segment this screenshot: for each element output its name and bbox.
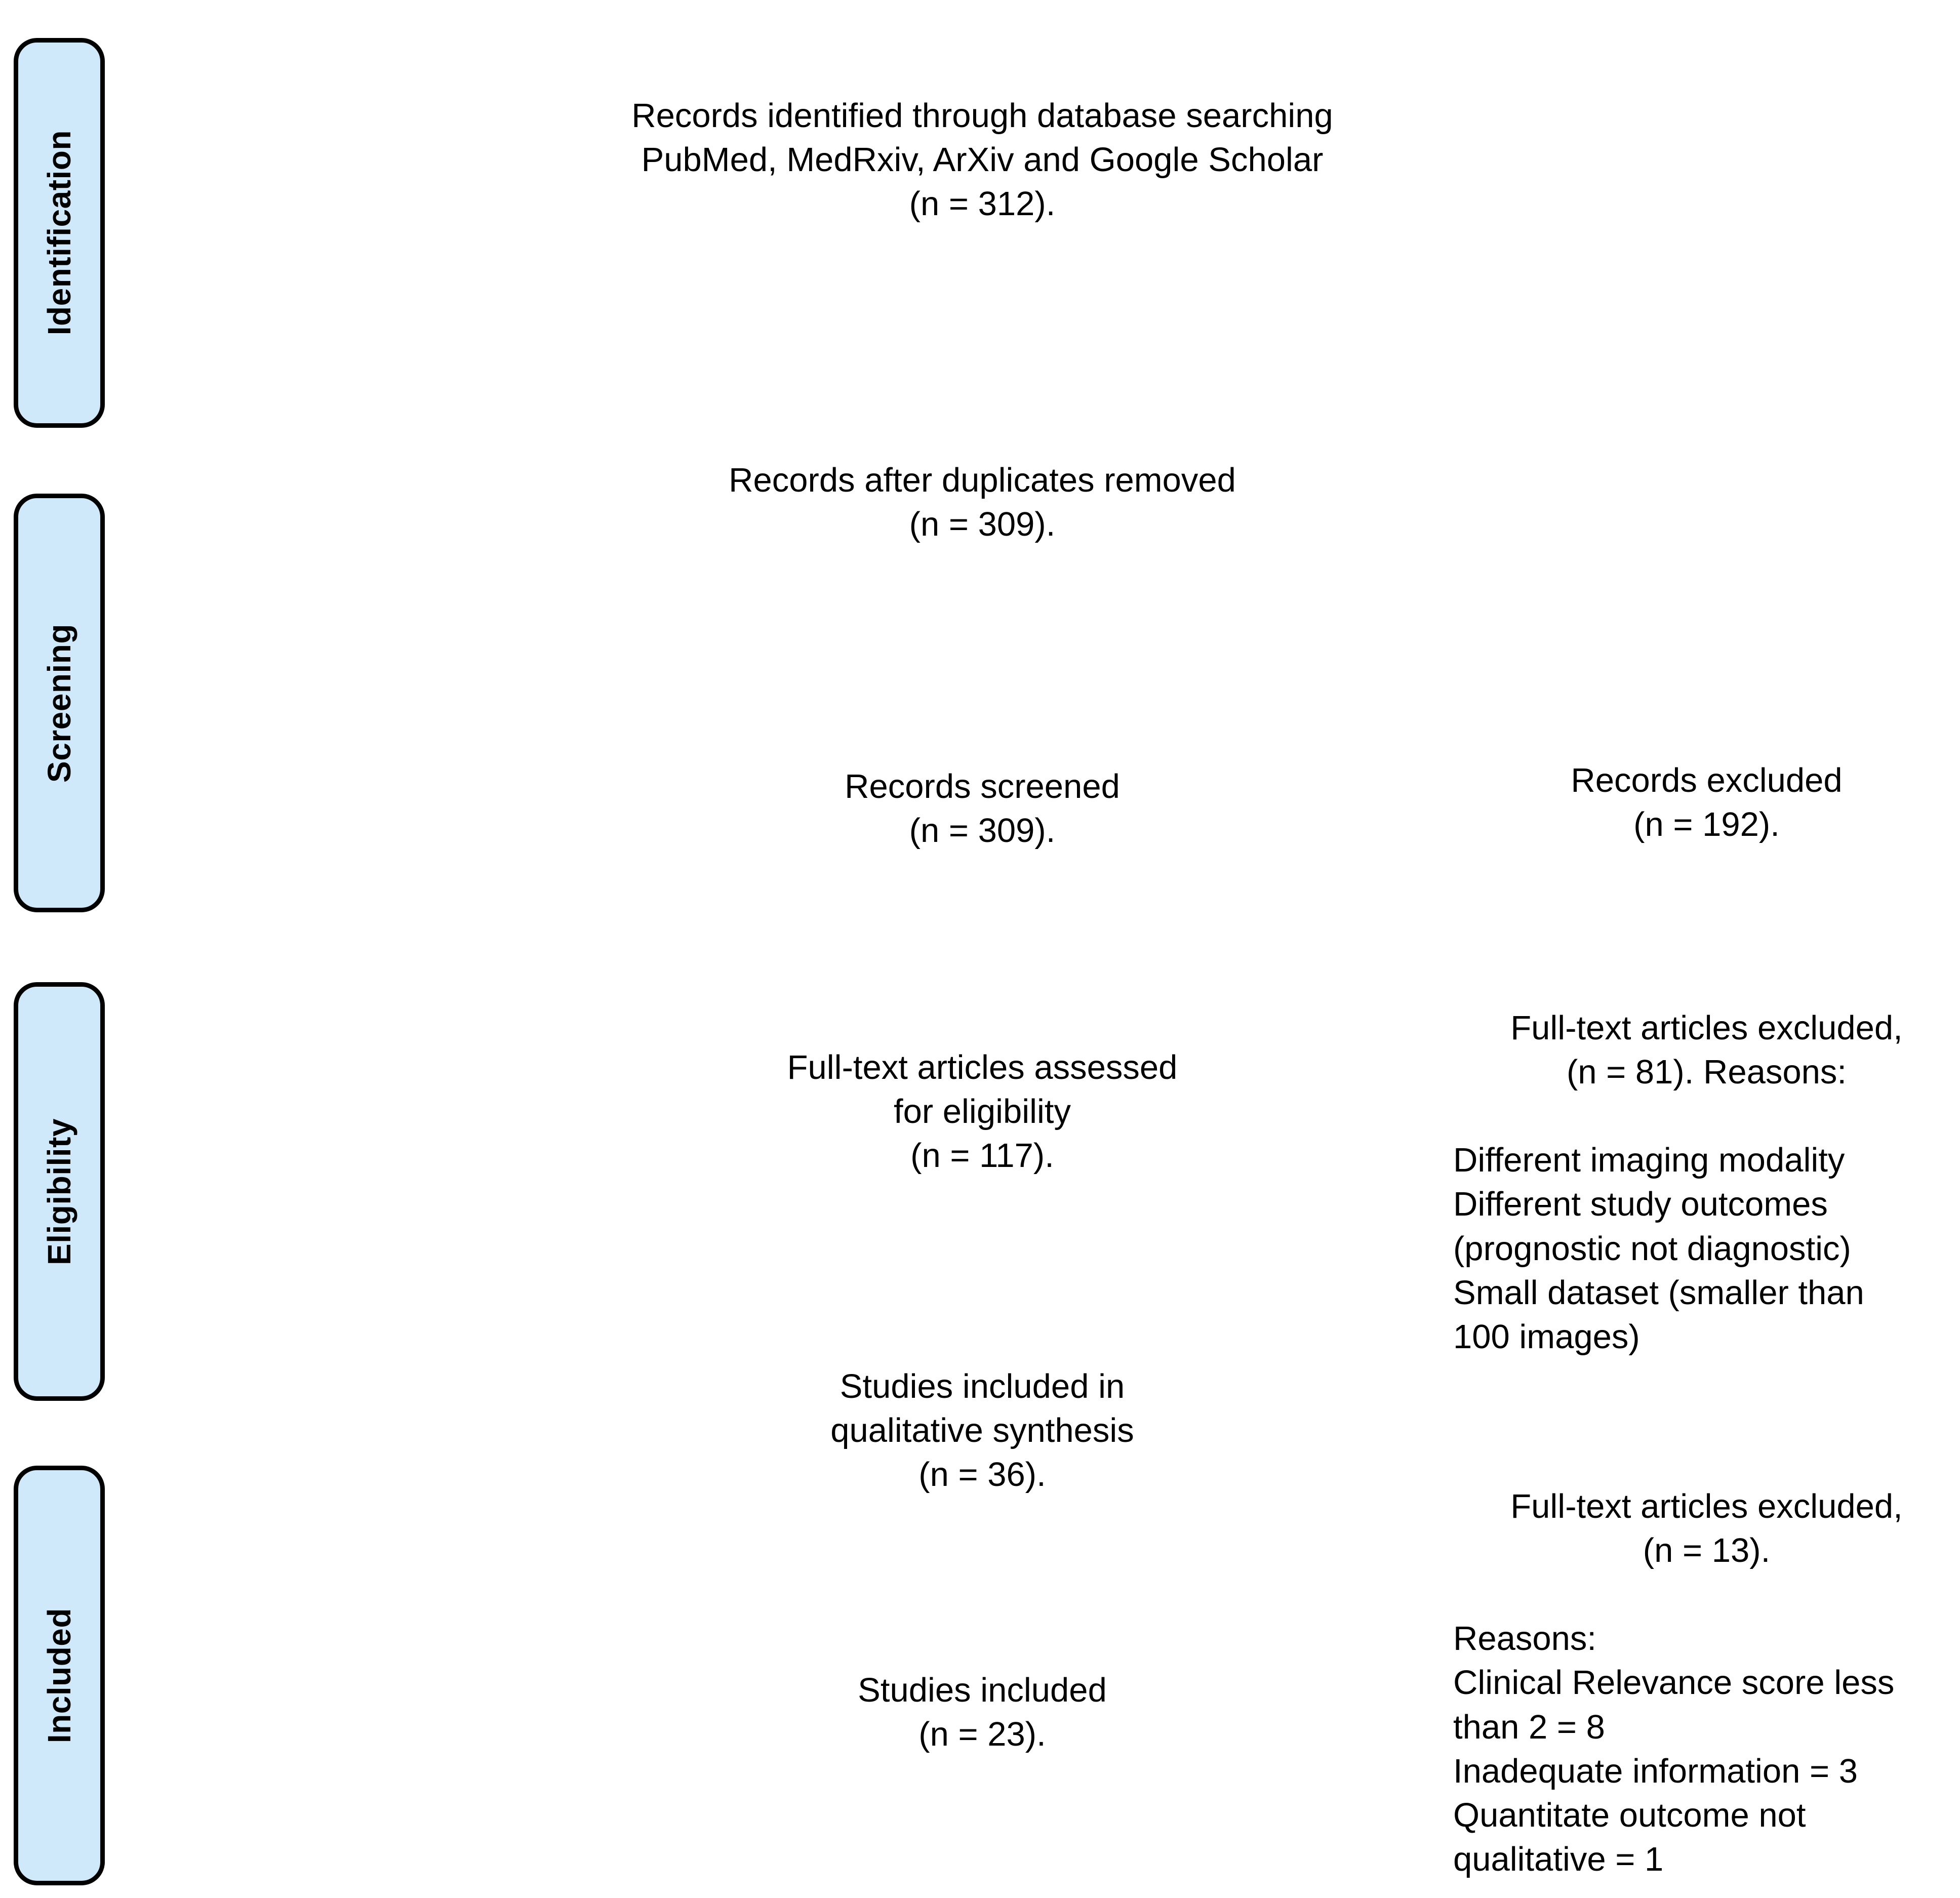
fulltext-excluded-eligibility-reasons: Different imaging modality Different stu… <box>1453 1141 1864 1356</box>
stage-label-eligibility: Eligibility <box>41 1118 77 1265</box>
stage-bar-screening: Screening <box>14 494 105 912</box>
node-records-screened: Records screened (n = 309). <box>845 768 1120 850</box>
node-records-identified: Records identified through database sear… <box>631 97 1333 223</box>
node-records-excluded: Records excluded (n = 192). <box>1571 761 1843 844</box>
node-fulltext-assessed-for-eligibility: Full-text articles assessed for eligibil… <box>787 1048 1178 1175</box>
stage-label-included: Included <box>41 1607 77 1744</box>
stage-label-screening: Screening <box>41 623 77 783</box>
node-fulltext-excluded-included: Full-text articles excluded, (n = 13). R… <box>1453 1440 1960 1898</box>
node-studies-included-qualitative-synthesis: Studies included in qualitative synthesi… <box>830 1367 1134 1494</box>
stage-bar-included: Included <box>14 1466 105 1885</box>
fulltext-excluded-eligibility-lead: Full-text articles excluded, (n = 81). R… <box>1510 1009 1903 1092</box>
fulltext-excluded-included-lead: Full-text articles excluded, (n = 13). <box>1510 1487 1903 1570</box>
fulltext-excluded-included-reasons: Reasons: Clinical Relevance score less t… <box>1453 1620 1895 1878</box>
stage-label-identification: Identification <box>41 130 77 336</box>
stage-bar-identification: Identification <box>14 38 105 428</box>
node-records-after-duplicates-removed: Records after duplicates removed (n = 30… <box>729 461 1236 544</box>
node-fulltext-excluded-eligibility: Full-text articles excluded, (n = 81). R… <box>1453 962 1960 1403</box>
node-studies-included: Studies included (n = 23). <box>858 1671 1107 1754</box>
stage-bar-eligibility: Eligibility <box>14 982 105 1401</box>
